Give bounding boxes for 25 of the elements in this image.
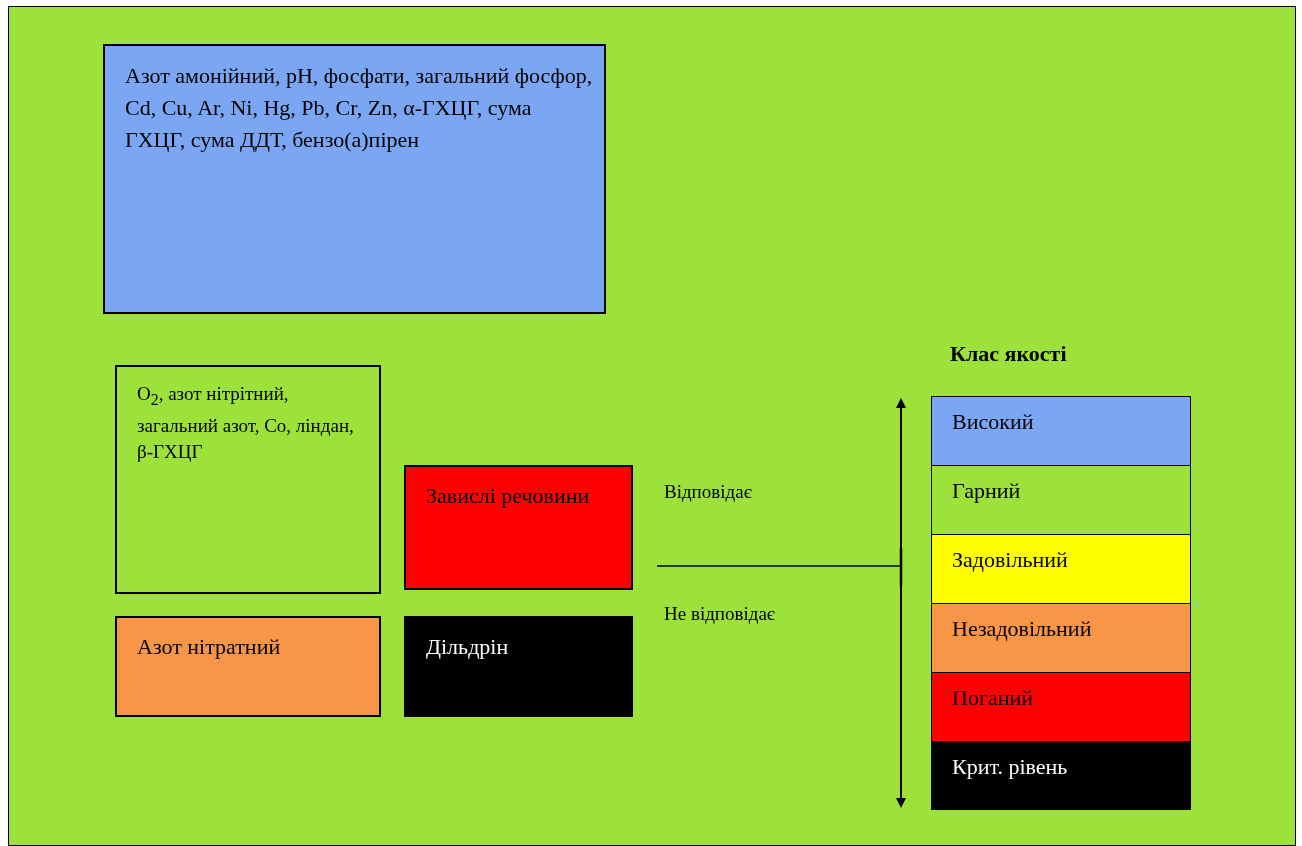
indicator-box (404, 616, 633, 717)
node-text: O$_{2}$, азот нітрітний, загальний азот, Co, ліндан, β-ГХЦГ (137, 382, 355, 464)
node-text: Азот нітратний (137, 633, 282, 661)
quality-class-row (931, 465, 1191, 535)
indicator-box (115, 365, 381, 594)
column-heading: Клас якості (950, 341, 1067, 367)
threshold-label: Не відповідає (664, 603, 775, 625)
node-text: Незадовільний (952, 615, 1093, 643)
node-text: Дільдрін (426, 633, 510, 661)
quality-class-row (931, 534, 1191, 604)
quality-class-row (931, 603, 1191, 673)
node-text: Задовільний (952, 546, 1069, 574)
node-text: Поганий (952, 684, 1034, 712)
quality-class-row (931, 672, 1191, 742)
threshold-label: Відповідає (664, 481, 752, 503)
node-text: Завислі речовини (426, 482, 591, 510)
indicator-box (115, 616, 381, 717)
indicator-box (103, 44, 606, 314)
node-text: Азот амонійний, pH, фосфати, загальний фосфор, Cd, Cu, Ar, Ni, Hg, Pb, Cr, Zn, α-ГХЦГ, сума ГХЦГ, сума ДДТ, бензо(а)пірен (125, 62, 594, 154)
quality-class-row (931, 396, 1191, 466)
node-text: Гарний (952, 477, 1022, 505)
node-text: Крит. рівень (952, 753, 1069, 781)
node-text: Високий (952, 408, 1035, 436)
quality-class-row (931, 741, 1191, 810)
indicator-box (404, 465, 633, 590)
